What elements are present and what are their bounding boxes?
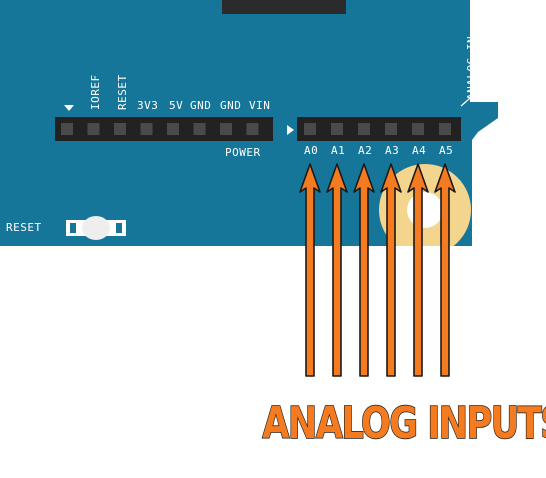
power-pin bbox=[246, 123, 259, 135]
analog-pin bbox=[358, 123, 370, 135]
label-analog-in: ANALOG IN bbox=[465, 35, 478, 100]
arrow-a3 bbox=[380, 163, 402, 377]
label-a5: A5 bbox=[439, 144, 454, 157]
label-gnd-2: GND bbox=[220, 99, 242, 112]
power-pin bbox=[167, 123, 179, 135]
label-gnd-1: GND bbox=[190, 99, 212, 112]
analog-pin bbox=[439, 123, 451, 135]
label-a1: A1 bbox=[331, 144, 346, 157]
label-a2: A2 bbox=[358, 144, 373, 157]
arrow-a0 bbox=[299, 163, 321, 377]
power-header-pins bbox=[61, 123, 259, 135]
power-pin bbox=[140, 123, 153, 135]
analog-pin1-marker bbox=[287, 125, 294, 135]
mount-hole bbox=[407, 192, 443, 228]
analog-header bbox=[297, 117, 461, 141]
arrow-a2 bbox=[353, 163, 375, 377]
analog-in-leader-line bbox=[460, 91, 478, 107]
power-pin bbox=[220, 123, 232, 135]
board-bottom-mask bbox=[0, 246, 546, 286]
power-pin1-marker bbox=[64, 105, 74, 111]
analog-input-arrows bbox=[299, 163, 456, 377]
top-connector bbox=[222, 0, 346, 14]
arrow-a5 bbox=[434, 163, 456, 377]
label-5v: 5V bbox=[169, 99, 184, 112]
reset-button-shade-left bbox=[70, 223, 76, 233]
analog-inputs-caption: ANALOG INPUTS bbox=[262, 397, 546, 450]
label-vin: VIN bbox=[249, 99, 271, 112]
power-pin bbox=[114, 123, 126, 135]
board-edge-mask bbox=[472, 140, 546, 260]
reset-button-shade-right bbox=[116, 223, 122, 233]
power-pin bbox=[61, 123, 73, 135]
label-ioref: IOREF bbox=[89, 74, 102, 110]
arrow-a1 bbox=[326, 163, 348, 377]
analog-pin bbox=[412, 123, 424, 135]
analog-header-pins bbox=[304, 123, 451, 135]
label-3v3: 3V3 bbox=[137, 99, 159, 112]
label-a4: A4 bbox=[412, 144, 427, 157]
analog-pin bbox=[385, 123, 397, 135]
label-reset-button: RESET bbox=[6, 221, 42, 234]
reset-button-cap bbox=[82, 216, 110, 240]
label-a3: A3 bbox=[385, 144, 400, 157]
arrow-a4 bbox=[407, 163, 429, 377]
label-power: POWER bbox=[225, 146, 261, 159]
label-reset-pin: RESET bbox=[116, 74, 129, 110]
analog-pin bbox=[304, 123, 316, 135]
label-a0: A0 bbox=[304, 144, 319, 157]
power-pin bbox=[193, 123, 206, 135]
analog-pin bbox=[331, 123, 343, 135]
power-pin bbox=[87, 123, 100, 135]
